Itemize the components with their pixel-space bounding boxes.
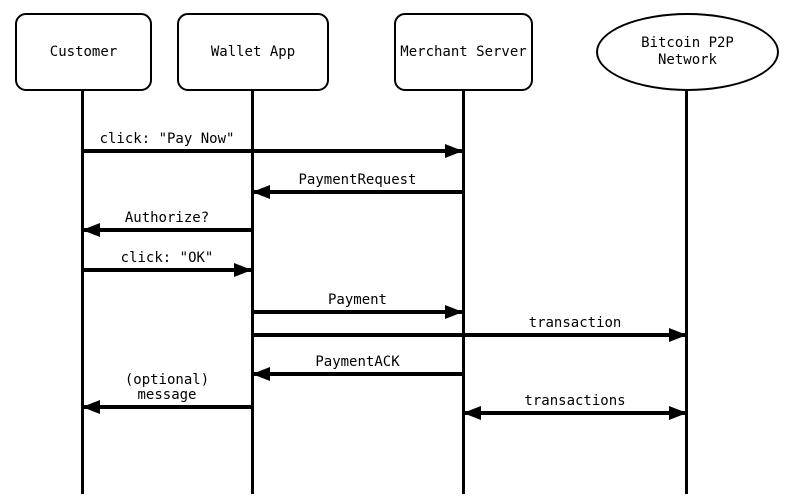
message-arrow-transaction xyxy=(252,328,687,342)
arrowhead-left-icon xyxy=(252,367,270,381)
arrowhead-right-icon xyxy=(445,144,463,158)
participant-customer: Customer xyxy=(15,13,152,91)
message-arrow-payment xyxy=(252,305,463,319)
message-arrow-payment-ack xyxy=(252,367,463,381)
message-label-payment: Payment xyxy=(327,292,387,308)
lifeline-customer xyxy=(81,91,84,494)
message-arrow-click-pay-now xyxy=(82,144,463,158)
participant-wallet-app: Wallet App xyxy=(177,13,329,91)
arrowhead-right-icon xyxy=(234,263,252,277)
participant-wallet-app-label: Wallet App xyxy=(210,43,296,60)
message-arrow-payment-request xyxy=(252,185,463,199)
arrowhead-left-icon xyxy=(82,400,100,414)
participant-bitcoin-p2p-network-label: Bitcoin P2P Network xyxy=(641,35,734,68)
message-label-click-ok: click: "OK" xyxy=(120,250,214,266)
participant-merchant-server: Merchant Server xyxy=(394,13,533,91)
lifeline-merchant-server xyxy=(462,91,465,494)
arrowhead-left-icon xyxy=(82,223,100,237)
message-label-authorize: Authorize? xyxy=(124,210,210,226)
message-label-click-pay-now: click: "Pay Now" xyxy=(99,131,235,147)
participant-customer-label: Customer xyxy=(49,43,118,60)
arrowhead-right-icon xyxy=(445,305,463,319)
arrowhead-right-icon xyxy=(669,406,687,420)
participant-merchant-server-label: Merchant Server xyxy=(400,43,527,60)
message-arrow-click-ok xyxy=(82,263,252,277)
participant-bitcoin-p2p-network: Bitcoin P2P Network xyxy=(596,13,779,91)
message-label-payment-ack: PaymentACK xyxy=(315,354,400,370)
message-label-transaction: transaction xyxy=(528,315,622,331)
message-arrow-optional-message xyxy=(82,400,252,414)
arrowhead-right-icon xyxy=(669,328,687,342)
message-arrow-authorize xyxy=(82,223,252,237)
lifeline-wallet-app xyxy=(251,91,254,494)
message-label-payment-request: PaymentRequest xyxy=(298,172,417,188)
arrowhead-left-icon xyxy=(252,185,270,199)
lifeline-bitcoin-p2p-network xyxy=(685,91,688,494)
message-label-transactions: transactions xyxy=(524,393,626,409)
message-label-optional-message: (optional) message xyxy=(124,372,210,403)
message-arrow-transactions xyxy=(463,406,687,420)
arrowhead-left-icon xyxy=(463,406,481,420)
